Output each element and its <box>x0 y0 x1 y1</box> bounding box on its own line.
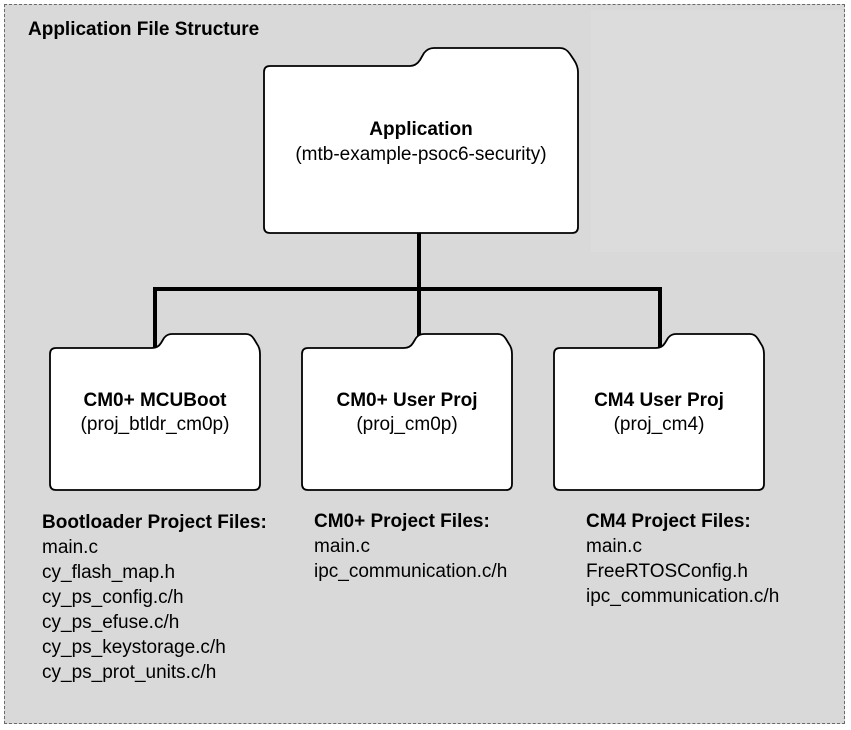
bootloader-file-item: cy_ps_prot_units.c/h <box>42 662 217 683</box>
cm4-file-item: main.c <box>586 536 642 557</box>
cm4-files-heading: CM4 Project Files: <box>586 511 751 532</box>
bootloader-file-item: cy_flash_map.h <box>42 562 176 583</box>
cm0p-files-list: CM0+ Project Files: main.c ipc_communica… <box>314 509 507 584</box>
cm0p-file-item: ipc_communication.c/h <box>314 561 508 582</box>
cm4-user-node-title: CM4 User Proj <box>594 390 724 411</box>
cm0p-user-folder-icon <box>301 333 513 491</box>
cm4-files-list: CM4 Project Files: main.c FreeRTOSConfig… <box>586 509 779 609</box>
cm0p-file-item: main.c <box>314 536 370 557</box>
bootloader-file-item: cy_ps_keystorage.c/h <box>42 637 226 658</box>
cm4-user-folder-icon <box>553 333 765 491</box>
cm0p-user-node-label: CM0+ User Proj (proj_cm0p) <box>302 389 512 437</box>
bootloader-files-list: Bootloader Project Files: main.c cy_flas… <box>42 510 267 685</box>
root-node-title: Application <box>369 119 473 140</box>
bootloader-files-heading: Bootloader Project Files: <box>42 512 267 533</box>
mcuboot-node-subtitle: (proj_btldr_cm0p) <box>80 414 230 435</box>
connector-lines <box>153 233 662 348</box>
bootloader-file-item: main.c <box>42 537 98 558</box>
diagram-title: Application File Structure <box>28 19 260 40</box>
mcuboot-node-label: CM0+ MCUBoot (proj_btldr_cm0p) <box>50 389 260 437</box>
mcuboot-node-title: CM0+ MCUBoot <box>83 390 227 411</box>
cm4-user-node-subtitle: (proj_cm4) <box>613 414 705 435</box>
cm0p-user-node-title: CM0+ User Proj <box>336 390 478 411</box>
mcuboot-folder-icon <box>49 333 261 491</box>
root-node-subtitle: (mtb-example-psoc6-security) <box>295 144 547 165</box>
background-panel <box>591 10 843 252</box>
bootloader-file-item: cy_ps_efuse.c/h <box>42 612 180 633</box>
bootloader-file-item: cy_ps_config.c/h <box>42 587 184 608</box>
root-folder-icon <box>263 47 579 234</box>
cm0p-files-heading: CM0+ Project Files: <box>314 511 490 532</box>
cm0p-user-node-subtitle: (proj_cm0p) <box>356 414 458 435</box>
root-node-label: Application (mtb-example-psoc6-security) <box>264 118 578 168</box>
cm4-file-item: ipc_communication.c/h <box>586 586 780 607</box>
cm4-file-item: FreeRTOSConfig.h <box>586 561 748 582</box>
cm4-user-node-label: CM4 User Proj (proj_cm4) <box>554 389 764 437</box>
